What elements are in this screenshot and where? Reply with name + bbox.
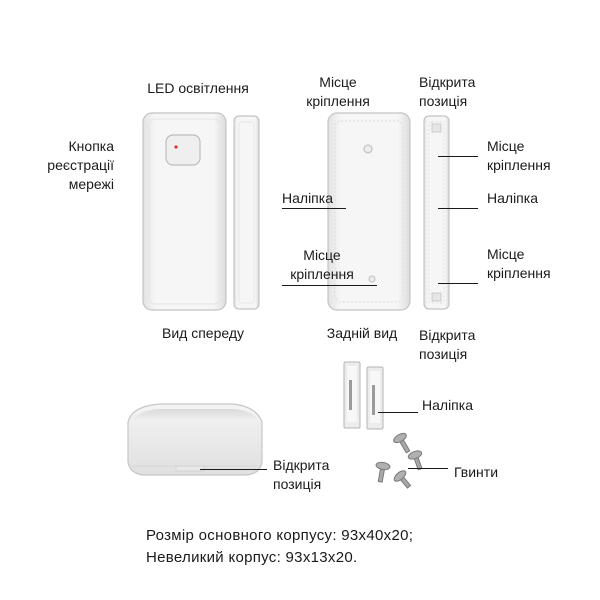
front-magnet-body (233, 115, 260, 310)
label-mount-right-top: Місце кріплення (487, 138, 551, 173)
label-sticker-tape: Наліпка (422, 397, 473, 413)
label-screws: Гвинти (454, 464, 499, 480)
leader-sticker-left (282, 208, 346, 210)
leader-mount-right-bottom (438, 283, 478, 285)
label-mount-left: Місце кріплення (290, 247, 354, 282)
label-led-lighting: LED освітлення (147, 80, 249, 96)
led-indicator (174, 145, 178, 149)
label-open-bottom: Відкрита позиція (419, 327, 476, 362)
front-main-body (142, 112, 227, 311)
spec-main-size: Розмір основного корпусу: 93х40х20; (146, 527, 414, 544)
label-open-top: Відкрита позиція (419, 74, 476, 109)
spec-small-size: Невеликий корпус: 93х13х20. (146, 549, 358, 566)
label-network-button: Кнопка реєстрації мережі (47, 138, 114, 192)
mount-hole-top (363, 144, 373, 154)
leader-mount-right-top (438, 156, 478, 158)
label-front-view: Вид спереду (161, 325, 245, 341)
back-magnet-body (423, 115, 450, 310)
back-main-body (327, 112, 411, 311)
leader-screws (408, 468, 448, 470)
label-open-side: Відкрита позиція (273, 457, 330, 492)
leader-sticker-tape (378, 412, 418, 414)
side-view-body (127, 403, 263, 476)
leader-sticker-right (438, 208, 478, 210)
mount-hole-bottom (368, 275, 376, 283)
screws (375, 432, 423, 489)
label-mount-right-bottom: Місце кріплення (487, 246, 551, 281)
network-button (165, 134, 201, 166)
label-back-view: Задній вид (326, 325, 398, 341)
leader-mount-left (282, 285, 377, 287)
label-sticker-left: Наліпка (282, 190, 333, 206)
leader-open-side (200, 469, 267, 471)
label-sticker-right: Наліпка (487, 190, 538, 206)
label-mount-top: Місце кріплення (306, 74, 370, 109)
sticker-tapes (343, 361, 384, 430)
